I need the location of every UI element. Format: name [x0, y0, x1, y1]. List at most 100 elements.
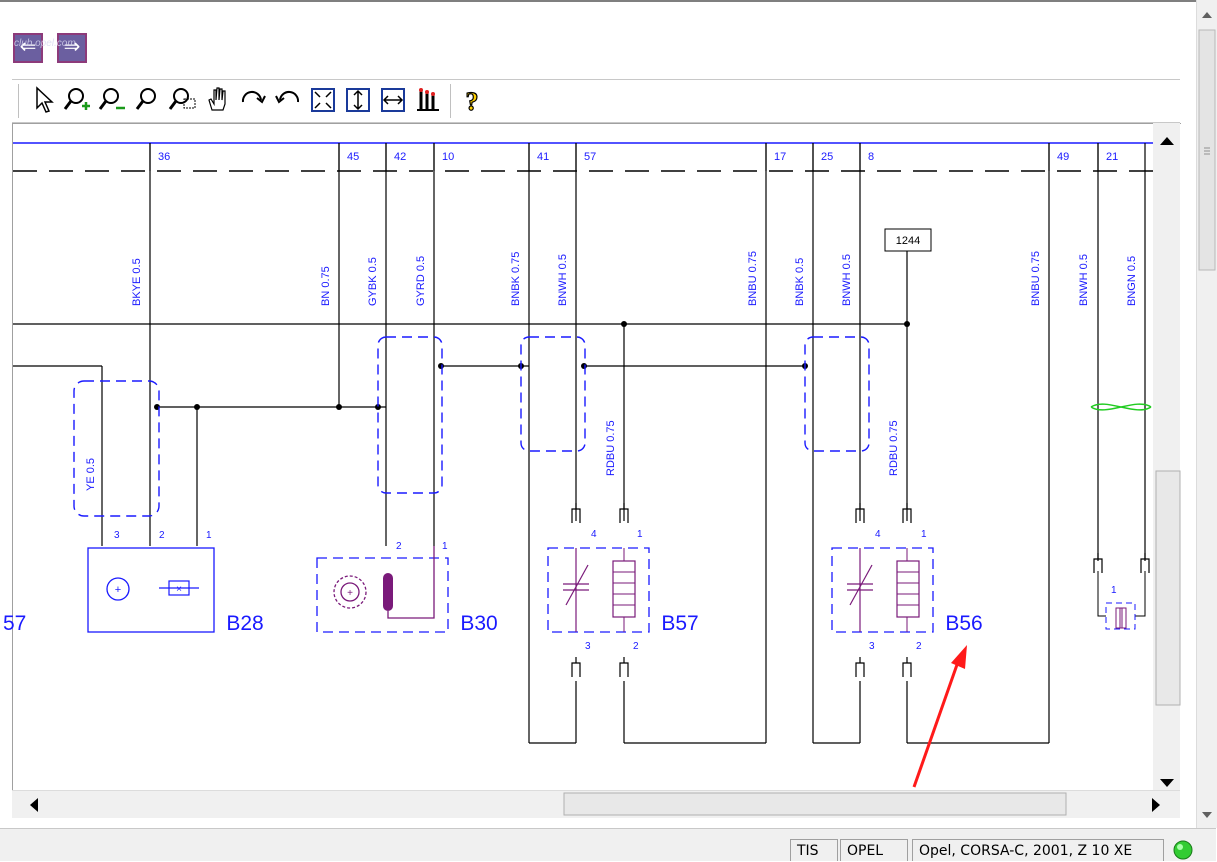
- component-label-b57: B57: [661, 612, 698, 635]
- rotate-left-icon[interactable]: [272, 84, 304, 116]
- pin-number: 42: [394, 151, 406, 163]
- fit-width-icon[interactable]: [377, 84, 409, 116]
- zoom-out-icon[interactable]: [97, 84, 129, 116]
- connector-pins: [571, 503, 1150, 677]
- component-right-partial: [1097, 571, 1146, 630]
- zoom-icon[interactable]: [132, 84, 164, 116]
- pin-number: 57: [584, 151, 596, 163]
- forward-button[interactable]: ⇒: [57, 33, 87, 63]
- vertical-scroll-thumb: [1155, 470, 1181, 706]
- connector-pin: [571, 657, 581, 677]
- wire-label: BKYE 0.5: [131, 258, 143, 306]
- grip-icon: [1204, 147, 1210, 155]
- component-b56: [831, 547, 934, 633]
- fit-height-icon[interactable]: [342, 84, 374, 116]
- wires: [13, 143, 1146, 744]
- pin-number: 36: [158, 151, 170, 163]
- terminal-number: 1: [921, 529, 927, 540]
- scroll-up-arrow-icon: [1202, 12, 1212, 18]
- terminal-number: 4: [875, 529, 881, 540]
- terminal-number: 1: [1111, 585, 1117, 596]
- pin-number: 25: [821, 151, 833, 163]
- wire-label: BNWH 0.5: [841, 254, 853, 306]
- connector-pin: [619, 503, 629, 523]
- connector-pin: [902, 503, 912, 523]
- terminal-number: 2: [159, 530, 165, 541]
- back-button[interactable]: ⇐: [13, 33, 43, 63]
- connector-pin: [1093, 553, 1103, 573]
- pan-hand-icon[interactable]: [202, 84, 234, 116]
- magnet-symbol-icon: [383, 573, 393, 611]
- fit-page-icon[interactable]: [307, 84, 339, 116]
- status-app: TIS: [790, 839, 838, 861]
- scroll-left-arrow-icon: [30, 798, 38, 812]
- status-vehicle: Opel, CORSA-C, 2001, Z 10 XE: [912, 839, 1164, 861]
- page-vertical-scrollbar[interactable]: [1196, 0, 1217, 828]
- status-bar: TIS OPEL Opel, CORSA-C, 2001, Z 10 XE: [0, 828, 1216, 861]
- terminal-number: 1: [442, 541, 448, 552]
- shield-b28: [73, 380, 160, 517]
- twisted-pair-icon: [1090, 403, 1152, 411]
- component-label-b28: B28: [226, 612, 263, 635]
- wire-label: BN 0.75: [320, 266, 332, 306]
- terminal-number: 2: [633, 641, 639, 652]
- connector-pin: [1140, 553, 1150, 573]
- hall-sensor-icon: [333, 575, 367, 609]
- terminal-number: 2: [916, 641, 922, 652]
- terminal-number: 1: [206, 530, 212, 541]
- watermark: club opel.com: [14, 38, 76, 49]
- terminal-number: 3: [114, 530, 120, 541]
- zoom-in-icon[interactable]: [62, 84, 94, 116]
- status-indicator-icon: [1173, 840, 1193, 860]
- scroll-up-arrow-icon: [1160, 137, 1174, 145]
- wire-label: BNWH 0.5: [1078, 254, 1090, 306]
- pin-number: 8: [868, 151, 874, 163]
- diagram-horizontal-scrollbar[interactable]: [12, 790, 1180, 818]
- wire-label: BNBK 0.5: [794, 258, 806, 306]
- wire-label: BNWH 0.5: [557, 254, 569, 306]
- overview-icon[interactable]: [412, 84, 444, 116]
- terminal-number: 2: [396, 541, 402, 552]
- sensor-symbol-icon: [106, 577, 130, 601]
- shield-b56: [804, 336, 870, 452]
- toolbar: ?: [12, 79, 1180, 123]
- component-label-b56: B56: [945, 612, 982, 635]
- toolbar-separator: [450, 84, 451, 118]
- back-arrow-icon: ⇐: [19, 36, 37, 58]
- shield-b57: [520, 336, 586, 452]
- pin-number: 45: [347, 151, 359, 163]
- svg-text:×: ×: [176, 584, 182, 595]
- arrowhead-icon: [951, 645, 967, 669]
- pin-number: 10: [442, 151, 454, 163]
- zoom-window-icon[interactable]: [167, 84, 199, 116]
- select-arrow-icon[interactable]: [28, 84, 60, 116]
- wire-label: GYRD 0.5: [415, 256, 427, 306]
- component-label-b30: B30: [460, 612, 497, 635]
- forward-arrow-icon: ⇒: [63, 36, 81, 58]
- terminal-number: 4: [591, 529, 597, 540]
- horizontal-scroll-thumb: [563, 792, 1067, 816]
- scroll-right-arrow-icon: [1152, 798, 1160, 812]
- status-brand: OPEL: [840, 839, 908, 861]
- component-b28: [87, 547, 215, 633]
- component-b57: [547, 547, 650, 633]
- connector-pin: [902, 657, 912, 677]
- terminal-number: 3: [585, 641, 591, 652]
- connector-number: 1244: [896, 235, 920, 247]
- help-icon[interactable]: ?: [456, 84, 488, 117]
- wire-label: YE 0.5: [85, 458, 97, 491]
- shields: [73, 336, 870, 517]
- svg-text:+: +: [115, 584, 121, 596]
- rotate-right-icon[interactable]: [237, 84, 269, 116]
- toolbar-separator: [18, 84, 19, 118]
- page-scroll-thumb: [1198, 29, 1216, 271]
- pin-number: 17: [774, 151, 786, 163]
- wire-label: RDBU 0.75: [888, 420, 900, 476]
- connector-pin: [855, 657, 865, 677]
- pin-number: 49: [1057, 151, 1069, 163]
- diagram-vertical-scrollbar[interactable]: [1153, 123, 1181, 817]
- pin-number: 21: [1106, 151, 1118, 163]
